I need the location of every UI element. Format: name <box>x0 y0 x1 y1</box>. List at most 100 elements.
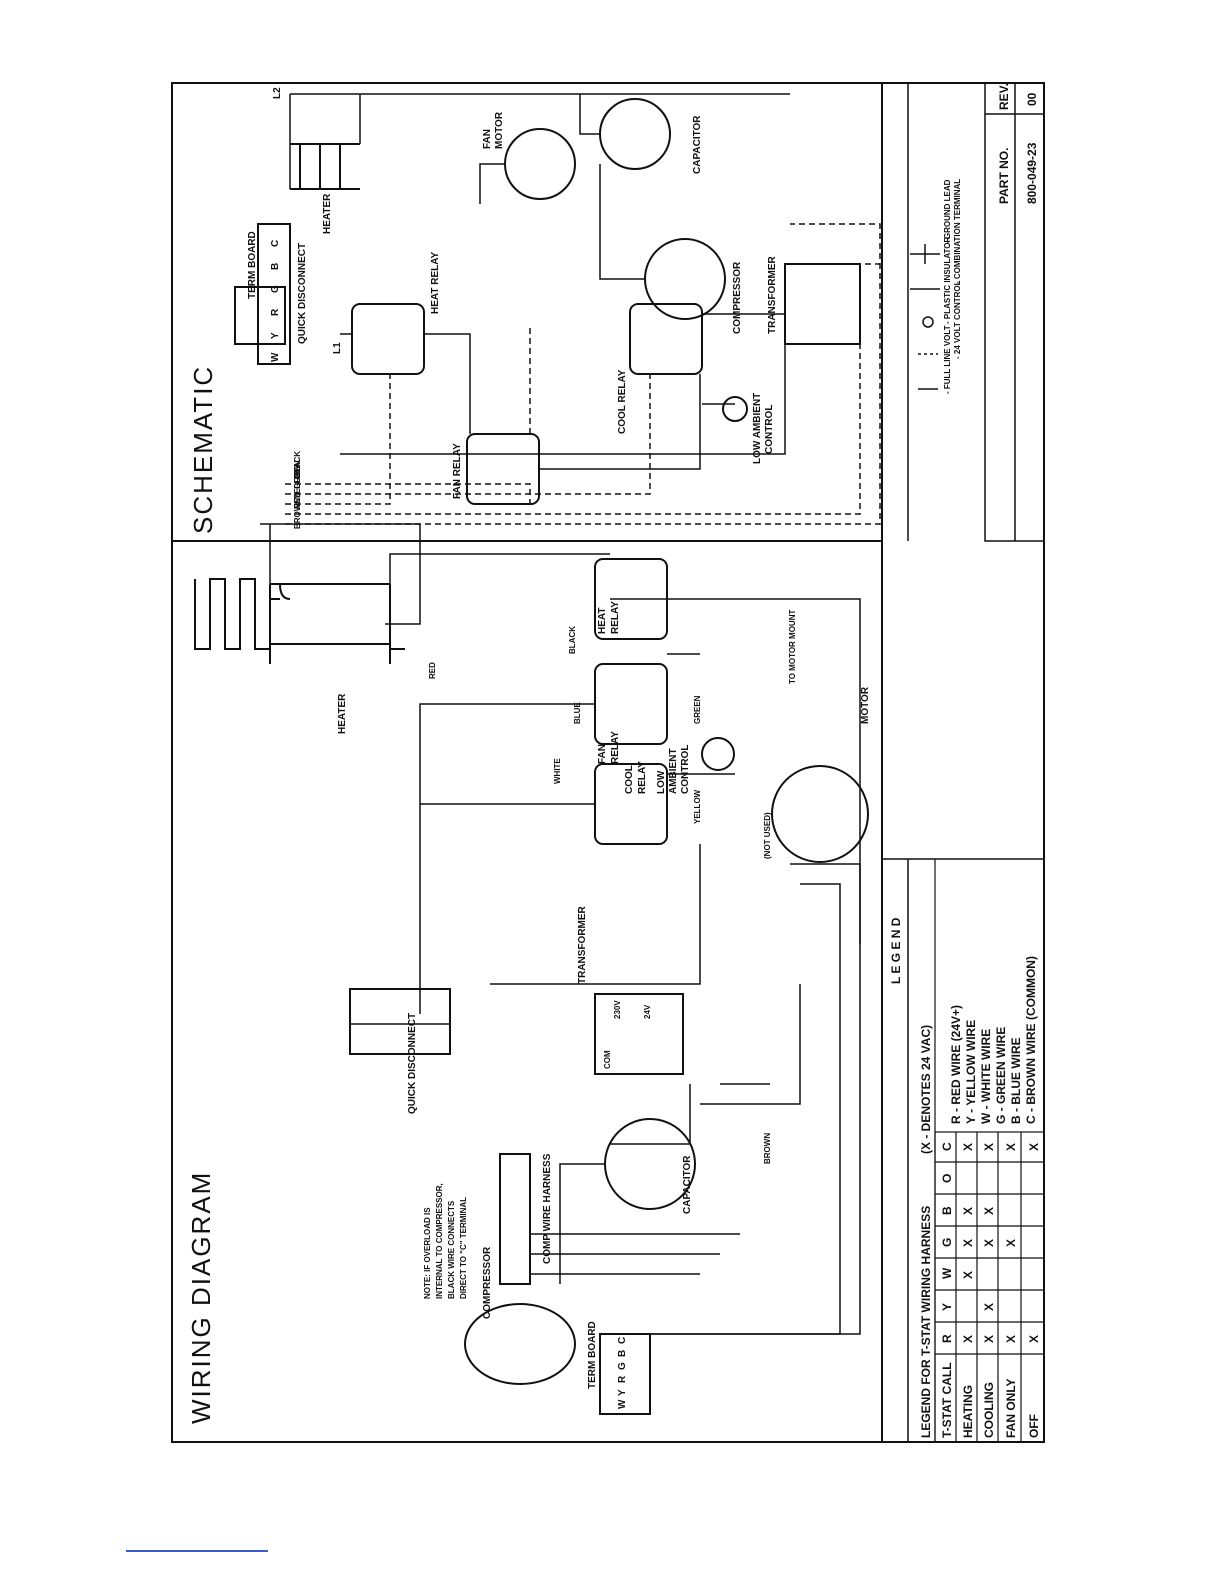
legend-row-mark: X <box>961 1143 975 1151</box>
quick-disconnect-sch <box>234 286 286 345</box>
to-motor-mount-label: TO MOTOR MOUNT <box>788 610 797 684</box>
wire-red-label: RED <box>428 662 437 679</box>
capacitor-sch <box>599 98 671 170</box>
symbol-insulator-label: - PLASTIC INSULATOR <box>943 237 952 324</box>
fan-relay-label-1: FAN <box>597 744 608 764</box>
transformer-wd <box>594 993 684 1075</box>
sch-wire-red: RED <box>293 492 302 509</box>
footer-link-line <box>126 1550 268 1552</box>
compressor-sch <box>644 238 726 320</box>
low-ambient-switch <box>701 737 735 771</box>
low-ambient-label-2: AMBIENT <box>668 748 679 794</box>
sch-l2-label: L2 <box>272 87 283 99</box>
term-board-sch-strip <box>257 223 291 365</box>
legend-row-mark: X <box>982 1239 996 1247</box>
heater-sch <box>290 143 360 190</box>
wire-key-b: B - BLUE WIRE <box>1009 1037 1023 1124</box>
sch-quick-disconnect-label: QUICK DISCONNECT <box>297 243 308 344</box>
cool-relay-label-1: COOL <box>624 765 635 794</box>
symbol-ground-label: - GROUND LEAD <box>943 179 952 244</box>
sch-cool-relay-label: COOL RELAY <box>617 369 628 434</box>
rev-value: 00 <box>1025 92 1039 106</box>
wire-key-w: W - WHITE WIRE <box>979 1029 993 1124</box>
schematic-control-wires <box>285 223 881 525</box>
legend-row-mark: X <box>961 1207 975 1215</box>
sch-term-w: W <box>270 352 281 362</box>
sch-term-b: B <box>270 263 281 270</box>
wire-white-label: WHITE <box>553 758 562 784</box>
legend-row-call: OFF <box>1027 1414 1041 1438</box>
plastic-insulator-symbol <box>922 316 934 328</box>
sch-low-ambient-label-1: LOW AMBIENT <box>752 393 763 464</box>
sch-heat-relay-label: HEAT RELAY <box>430 251 441 314</box>
legend-symbols <box>910 244 940 390</box>
legend-row-mark: X <box>1004 1143 1018 1151</box>
transformer-label: TRANSFORMER <box>577 905 588 984</box>
harness-note: (X - DENOTES 24 VAC) <box>919 1025 933 1154</box>
wire-key-r: R - RED WIRE (24V+) <box>949 1005 963 1124</box>
col-c: C <box>940 1142 954 1151</box>
wire-key-c: C - BROWN WIRE (COMMON) <box>1024 956 1038 1124</box>
compressor-wd <box>464 1303 576 1385</box>
symbol-combination-label: - COMBINATION TERMINAL <box>953 179 962 284</box>
sch-transformer-label: TRANSFORMER <box>767 255 778 334</box>
note-line-1: NOTE: IF OVERLOAD IS <box>423 1207 432 1299</box>
wire-green-label: GREEN <box>693 695 702 724</box>
low-ambient-label-3: CONTROL <box>680 745 691 794</box>
heater-label: HEATER <box>337 693 348 734</box>
com-label: COM <box>603 1050 612 1069</box>
legend-row-mark: X <box>961 1239 975 1247</box>
legend-row-mark: X <box>1004 1239 1018 1247</box>
motor-label: MOTOR <box>860 686 871 724</box>
note-line-3: BLACK WIRE CONNECTS <box>447 1200 456 1299</box>
comp-harness <box>499 1153 531 1285</box>
wire-black-label: BLACK <box>568 626 577 654</box>
col-b: B <box>940 1206 954 1215</box>
note-line-4: DIRECT TO "C" TERMINAL <box>459 1197 468 1299</box>
legend-row-mark: X <box>982 1143 996 1151</box>
term-letter-r: R <box>617 1375 628 1383</box>
legend-row-mark: X <box>982 1303 996 1311</box>
col-r: R <box>940 1334 954 1343</box>
sch-low-ambient-label-2: CONTROL <box>764 405 775 454</box>
heat-relay-label-1: HEAT <box>597 608 608 634</box>
fan-motor-sch <box>504 128 576 200</box>
not-used-label: (NOT USED) <box>763 812 772 859</box>
fan-relay-box <box>594 663 668 745</box>
note-line-2: INTERNAL TO COMPRESSOR, <box>435 1183 444 1299</box>
legend-row-call: HEATING <box>961 1385 975 1438</box>
schematic-wires <box>289 93 790 470</box>
wiring-diagram-title: WIRING DIAGRAM <box>186 1171 216 1424</box>
sch-compressor-label: COMPRESSOR <box>732 261 743 334</box>
comp-harness-label: COMP WIRE HARNESS <box>542 1153 553 1264</box>
legend-row-mark: X <box>982 1335 996 1343</box>
transformer-sch <box>784 263 861 345</box>
col-y: Y <box>940 1303 954 1311</box>
sch-term-board-label: TERM BOARD <box>247 231 258 299</box>
sch-wire-green: GREEN <box>293 460 302 489</box>
cool-relay-label-2: RELAY <box>637 761 648 794</box>
sch-term-c: C <box>270 240 281 247</box>
quick-disconnect-label: QUICK DISCONNECT <box>407 1013 418 1114</box>
harness-title: LEGEND FOR T-STAT WIRING HARNESS <box>919 1206 933 1438</box>
legend-row-mark: X <box>1004 1335 1018 1343</box>
legend-row-mark: X <box>982 1207 996 1215</box>
cool-relay-sch <box>629 303 703 375</box>
wd-wires <box>260 523 861 1335</box>
rev-label: REV. <box>997 83 1011 110</box>
volts-230-label: 230V <box>613 1000 622 1019</box>
term-board-label: TERM BOARD <box>587 1321 598 1389</box>
col-g: G <box>940 1238 954 1247</box>
sch-term-y: Y <box>270 332 281 339</box>
wire-brown-label: BROWN <box>763 1133 772 1164</box>
symbol-line-volt-label: - FULL LINE VOLT <box>943 325 952 394</box>
heat-relay-label-2: RELAY <box>610 601 621 634</box>
sch-fan-relay-label: FAN RELAY <box>452 443 463 499</box>
legend-row-mark: X <box>961 1271 975 1279</box>
legend-row-call: FAN ONLY <box>1004 1378 1018 1438</box>
col-o: O <box>940 1174 954 1183</box>
low-ambient-label-1: LOW <box>656 770 667 794</box>
volts-24-label: 24V <box>643 1004 652 1019</box>
